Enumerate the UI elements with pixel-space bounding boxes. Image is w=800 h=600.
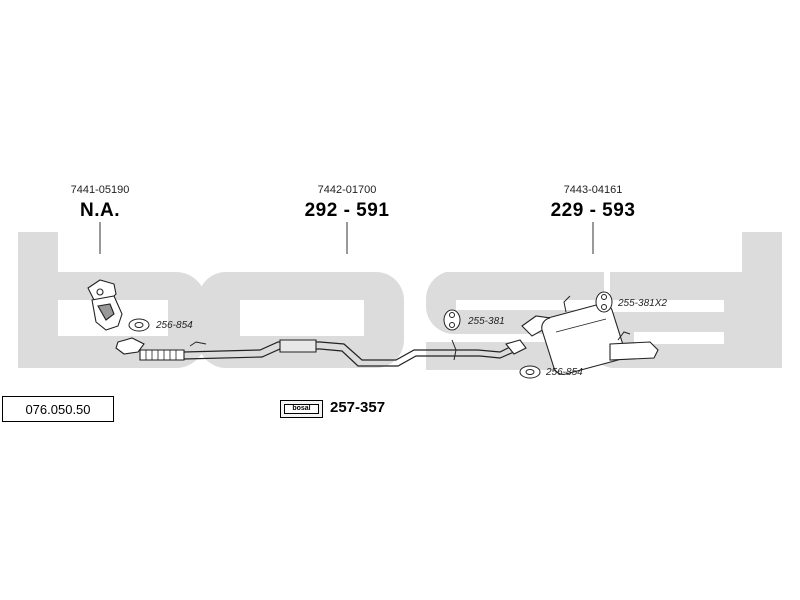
component-oem-rear: 7443-04161 bbox=[563, 184, 623, 196]
component-code-front: N.A. bbox=[80, 200, 120, 221]
rear-silencer-part bbox=[521, 295, 659, 375]
front-pipe-connector bbox=[115, 337, 145, 355]
gasket-rear bbox=[519, 365, 541, 379]
reference-number: 076.050.50 bbox=[25, 401, 91, 417]
component-oem-front: 7441-05190 bbox=[70, 184, 130, 196]
rubber-mount-rear bbox=[595, 291, 613, 313]
silencer-hanger-right bbox=[617, 331, 631, 341]
middle-pipe-tube bbox=[183, 341, 513, 361]
silencer-hanger-top bbox=[563, 295, 571, 313]
pipe-bracket bbox=[451, 339, 457, 361]
middle-pipe-flange bbox=[505, 339, 527, 355]
gasket-front bbox=[128, 318, 150, 332]
rubber-mount-middle bbox=[443, 309, 461, 331]
part-label-rubber-middle: 255-381 bbox=[468, 316, 505, 327]
watermark-letter-o bbox=[198, 272, 404, 368]
leader-lines bbox=[99, 222, 594, 254]
part-label-gasket-rear: 256-854 bbox=[546, 367, 583, 378]
component-oem-middle: 7442-01700 bbox=[317, 184, 377, 196]
middle-pipe-part bbox=[139, 339, 527, 367]
front-pipe-part bbox=[87, 279, 145, 355]
mounting-kit-logo: bosal bbox=[280, 400, 323, 418]
part-label-rubber-rear: 255-381X2 bbox=[618, 298, 667, 309]
flex-joint bbox=[139, 349, 185, 361]
resonator bbox=[279, 339, 317, 353]
silencer-tailpipe bbox=[609, 341, 659, 361]
component-code-rear: 229 - 593 bbox=[550, 200, 636, 221]
mounting-kit-code: 257-357 bbox=[330, 399, 386, 416]
reference-number-box: 076.050.50 bbox=[2, 396, 114, 422]
component-code-middle: 292 - 591 bbox=[304, 200, 390, 221]
part-label-gasket-front: 256-854 bbox=[156, 320, 193, 331]
mounting-kit-logo-text: bosal bbox=[284, 404, 319, 414]
watermark-letter-l bbox=[742, 232, 782, 368]
